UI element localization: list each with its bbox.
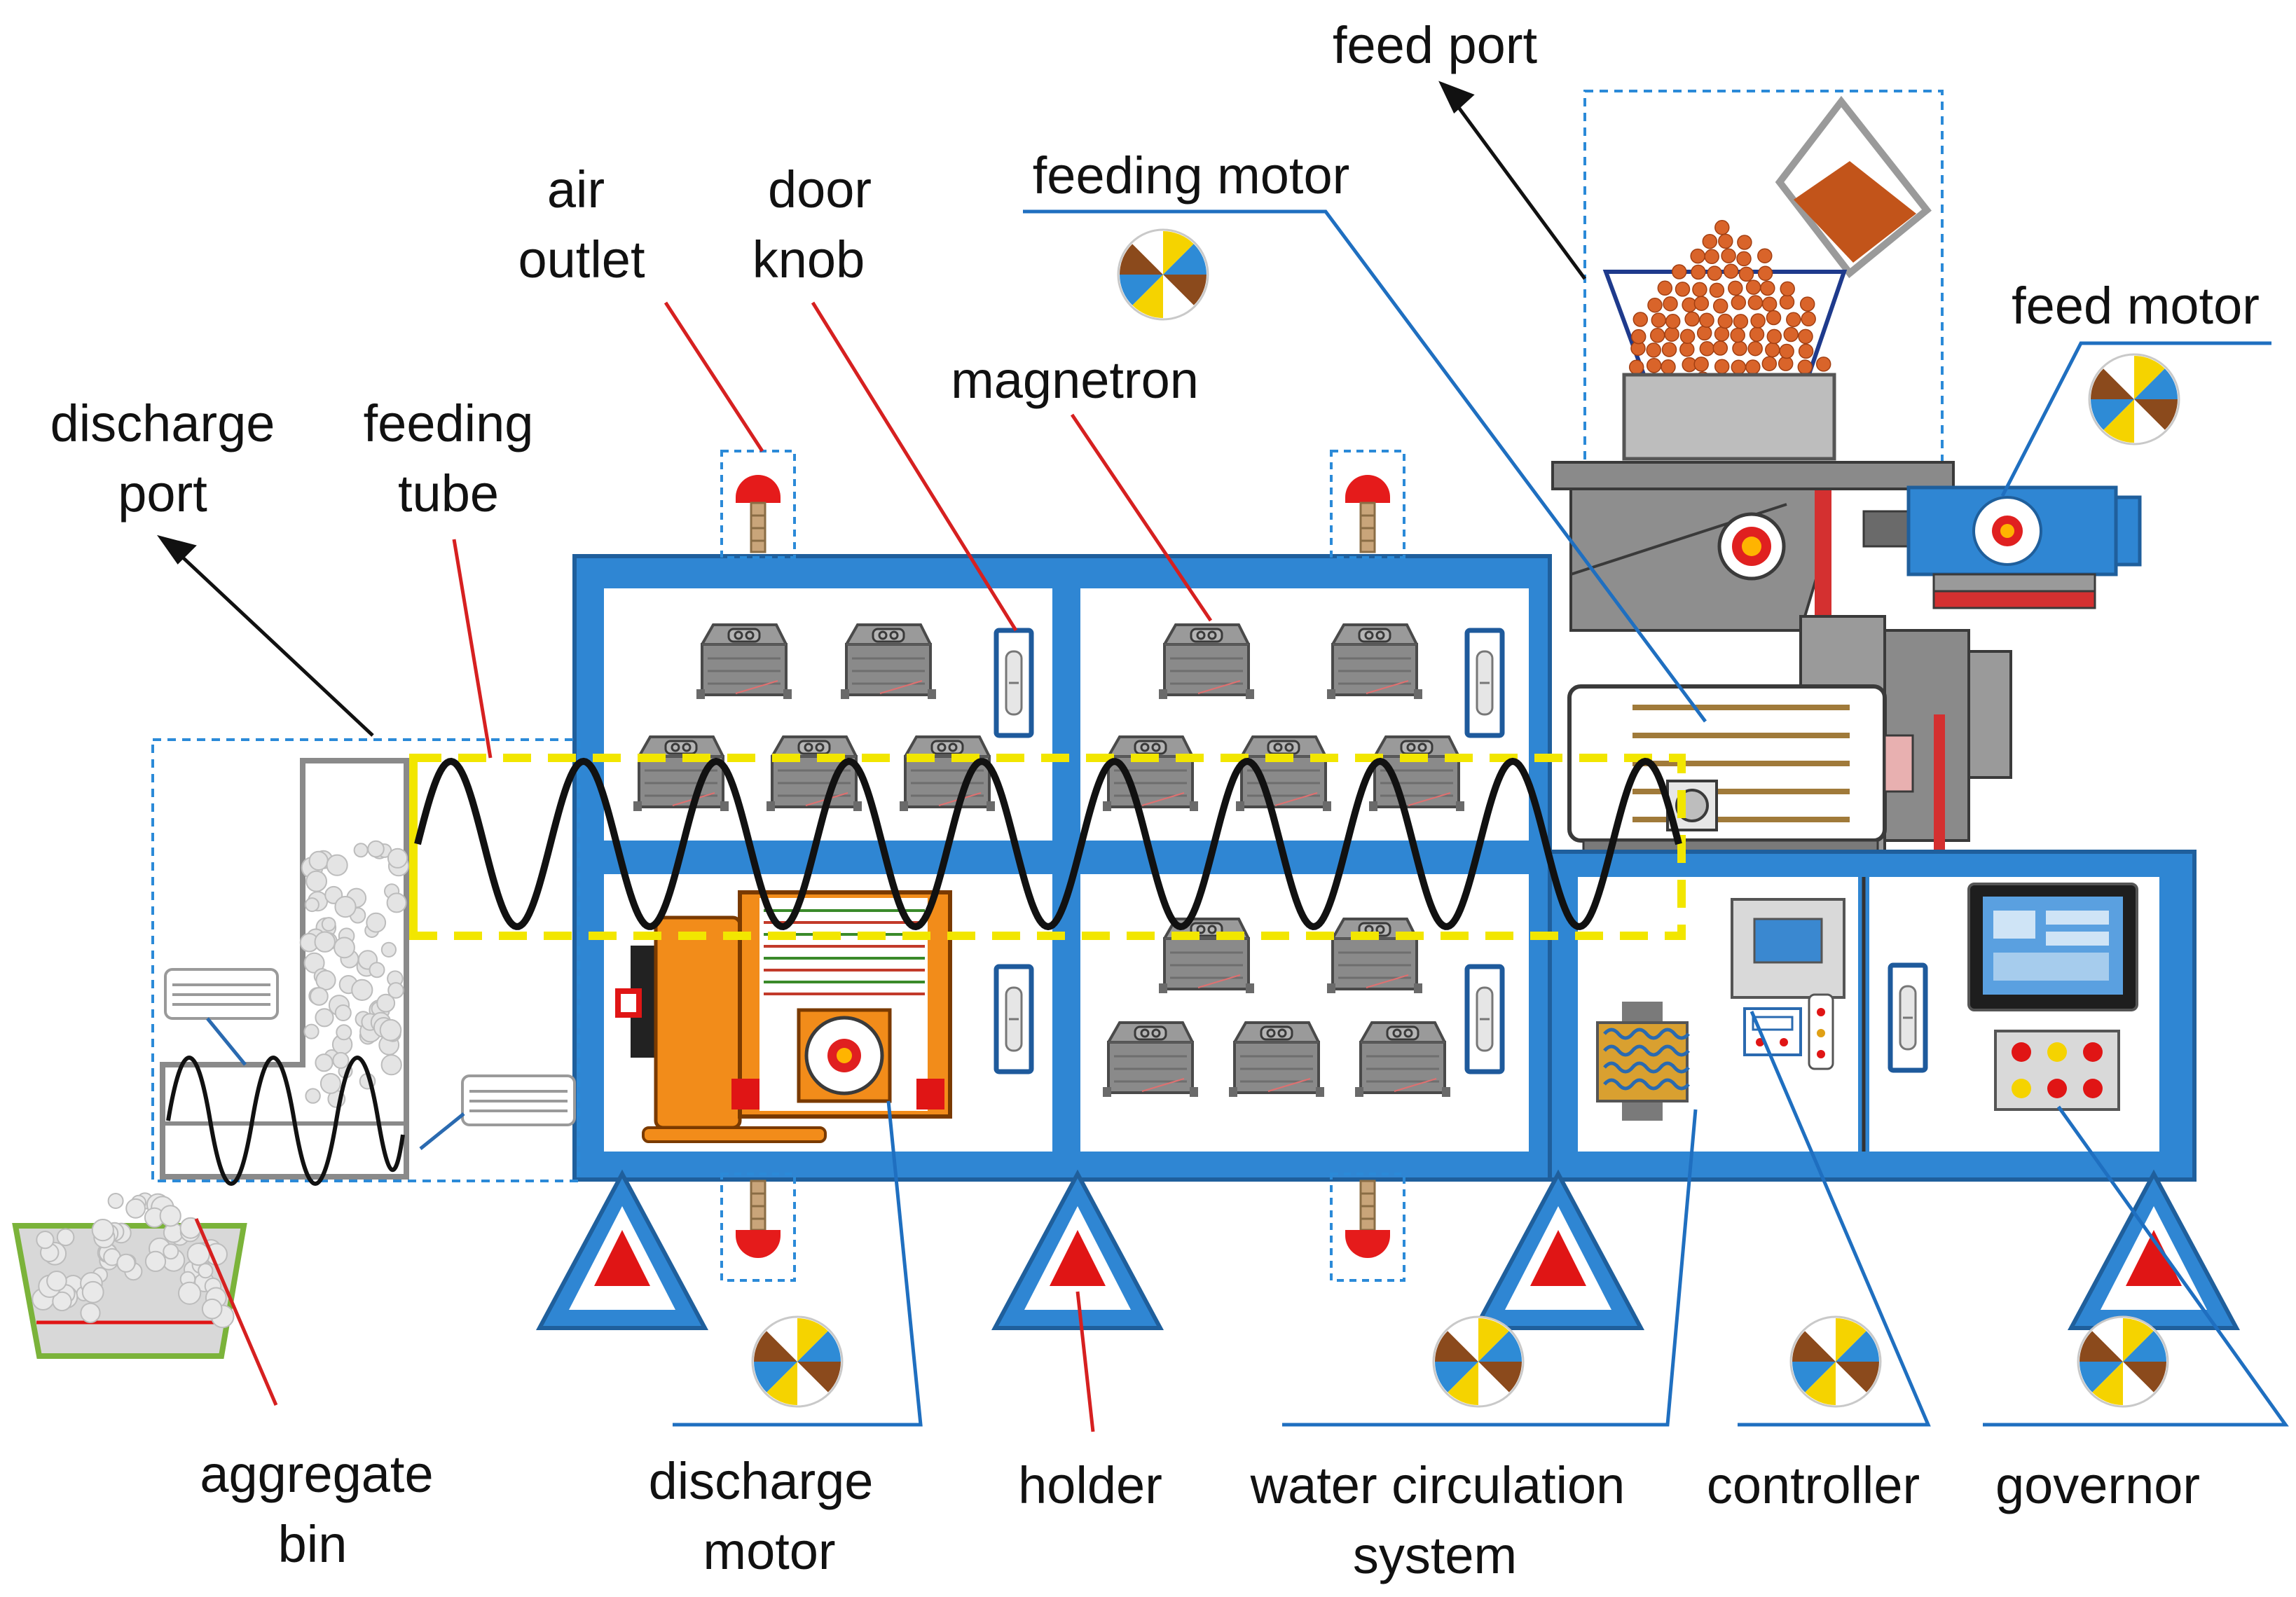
- touch-screen-icon: [1967, 883, 2138, 1011]
- label-water-circulation-line2: system: [1353, 1526, 1517, 1584]
- door-knob-icon: [1467, 967, 1502, 1072]
- door-knob-icon: [1890, 965, 1925, 1070]
- heat-exchanger-icon: [1596, 1002, 1690, 1121]
- door-knob-icon: [996, 630, 1031, 735]
- feed-port: [1583, 90, 1944, 464]
- fan-icon: [2077, 1315, 2169, 1408]
- controller-panel: [1731, 898, 1845, 1070]
- label-holder: holder: [1018, 1456, 1162, 1514]
- label-discharge-port-line2: port: [118, 464, 207, 523]
- door-knob-icon: [996, 967, 1031, 1072]
- label-feeding-tube-line1: feeding: [364, 394, 534, 452]
- label-feeding-tube-line2: tube: [398, 464, 499, 523]
- label-controller: controller: [1707, 1456, 1920, 1514]
- label-door-knob-line1: door: [768, 160, 872, 219]
- label-feed-port: feed port: [1333, 16, 1538, 74]
- fan-icon: [1117, 228, 1209, 321]
- fan-icon: [2088, 353, 2180, 445]
- labels: feed port feeding motor air outlet door …: [50, 16, 2260, 1584]
- fan-icon: [1432, 1315, 1525, 1408]
- discharge-port: [151, 738, 580, 1186]
- puffed-pellets: [299, 840, 410, 1108]
- label-aggregate-bin-line2: bin: [278, 1515, 348, 1573]
- air-outlet-icon: [720, 1173, 796, 1282]
- holder-icon: [1476, 1174, 1641, 1328]
- label-feed-motor: feed motor: [2012, 277, 2260, 335]
- fan-icon: [1789, 1315, 1882, 1408]
- door-knob-icon: [1467, 630, 1502, 735]
- label-discharge-motor-line1: discharge: [649, 1452, 874, 1510]
- label-air-outlet-line1: air: [547, 160, 605, 219]
- screw-conveyor-icon: [166, 1056, 405, 1186]
- feeding-tube: [409, 754, 1686, 940]
- label-discharge-motor-line2: motor: [703, 1522, 835, 1580]
- label-water-circulation-line1: water circulation: [1250, 1456, 1625, 1514]
- discharge-motor-icon: [615, 890, 952, 1143]
- label-aggregate-bin-line1: aggregate: [200, 1445, 433, 1503]
- air-outlet-icon: [1330, 450, 1405, 559]
- button-panel-icon: [1994, 1030, 2120, 1111]
- label-magnetron: magnetron: [951, 351, 1199, 409]
- feeding-motor-assembly: [1551, 461, 2142, 873]
- screw-conveyor-icon: [414, 757, 1682, 931]
- air-outlet-icon: [720, 450, 796, 559]
- label-air-outlet-line2: outlet: [518, 230, 645, 289]
- holder-icon: [2071, 1174, 2236, 1328]
- label-governor: governor: [1995, 1456, 2200, 1514]
- label-discharge-port-line1: discharge: [50, 394, 275, 452]
- aggregate-bin-icon: [12, 1192, 247, 1359]
- air-outlet-icon: [1330, 1173, 1405, 1282]
- holder-icon: [539, 1174, 705, 1328]
- fan-icon: [751, 1315, 844, 1408]
- leader-lines: [157, 81, 2289, 1432]
- label-door-knob-line2: knob: [752, 230, 865, 289]
- label-feeding-motor: feeding motor: [1033, 146, 1350, 205]
